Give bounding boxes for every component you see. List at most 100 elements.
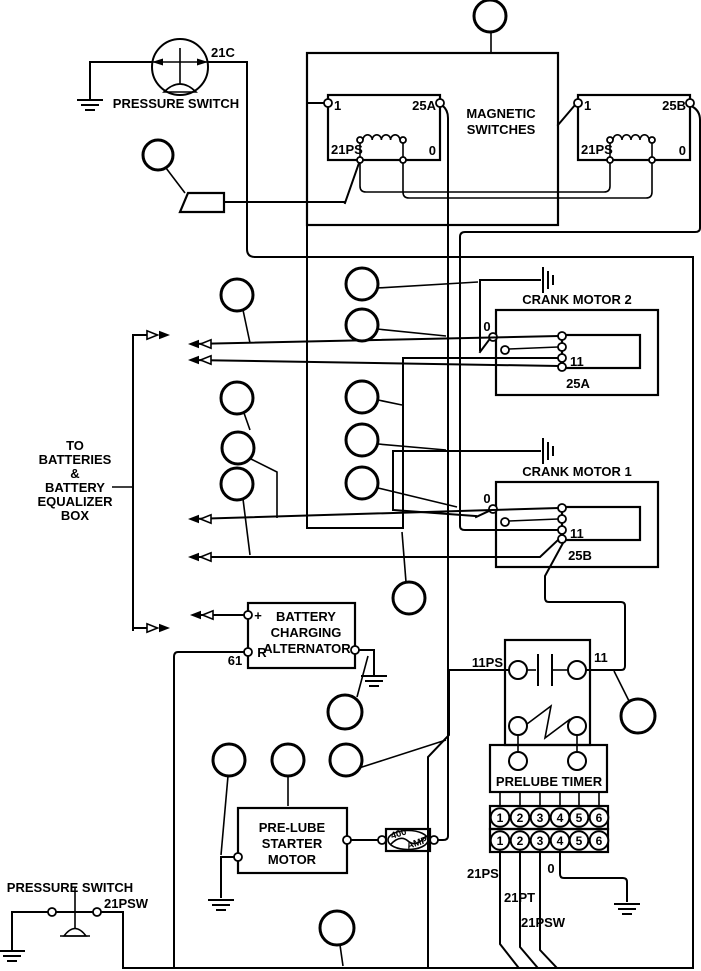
ground-icon — [208, 899, 234, 911]
wire-label-11ps: 11PS — [472, 655, 503, 670]
terminal-label: + — [254, 608, 262, 623]
wire-label-21psw: 21PSW — [104, 896, 149, 911]
callout-balloon — [326, 693, 364, 731]
wire-label-61: 61 — [228, 653, 242, 668]
switch-blade — [478, 338, 491, 354]
diaphragm-icon — [162, 83, 198, 93]
switch-blade — [474, 509, 491, 519]
svg-text:5: 5 — [576, 811, 583, 825]
callout-balloon — [619, 697, 657, 735]
wire-label-21pt: 21PT — [504, 890, 535, 905]
svg-text:4: 4 — [557, 811, 564, 825]
svg-text:6: 6 — [596, 834, 603, 848]
terminal-row-1-circles: 1 2 3 4 5 6 — [489, 807, 610, 828]
battery-wire — [190, 506, 560, 521]
callout-balloon — [344, 422, 380, 458]
ground-icon — [361, 675, 387, 687]
callout-balloon — [344, 465, 380, 501]
svg-text:3: 3 — [537, 811, 544, 825]
bottom-pressure-switch-label: PRESSURE SWITCH — [7, 880, 133, 895]
callout-balloon — [318, 909, 356, 947]
ground-icon — [542, 267, 554, 293]
terminal-label: 11 — [570, 354, 584, 369]
magnetic-title-2: SWITCHES — [467, 122, 536, 137]
wire-21psw — [539, 849, 558, 969]
svg-text:MOTOR: MOTOR — [268, 852, 317, 867]
to-battery-arrow-icon — [187, 354, 212, 366]
fuse-element-icon — [387, 829, 429, 851]
callout-balloon — [219, 277, 255, 313]
contact-arrow-icon — [197, 58, 208, 66]
prelube-timer: 11 11PS PRELUBE TIMER — [427, 541, 626, 969]
timer-box — [488, 743, 609, 794]
battery-wire — [190, 358, 560, 368]
crank-motor-2-box — [494, 308, 660, 397]
terminal-label: 0 — [679, 143, 686, 158]
magnetic-switches-box — [305, 51, 560, 227]
to-batteries-bus: TO BATTERIES & BATTERY EQUALIZER BOX — [37, 329, 171, 634]
contact-arrow-icon — [152, 58, 163, 66]
terminal-label: 1 — [334, 98, 341, 113]
fuse-box — [384, 827, 432, 853]
fuse-unit: AMP — [406, 835, 430, 852]
crank-motor-1-title: CRANK MOTOR 1 — [522, 464, 632, 479]
callout-balloon — [328, 742, 364, 778]
svg-text:6: 6 — [596, 811, 603, 825]
svg-text:1: 1 — [497, 834, 504, 848]
to-battery-arrow-icon — [187, 551, 212, 563]
starter-feed-wires — [306, 104, 701, 841]
terminal-label: 25B — [662, 98, 686, 113]
coil-wire — [402, 163, 653, 199]
ground-icon — [614, 903, 640, 915]
callout-balloon — [211, 742, 247, 778]
battery-charging-alternator: BATTERY CHARGING ALTERNATOR + R 61 — [173, 601, 387, 969]
svg-text:2: 2 — [517, 811, 524, 825]
crank-motor-2-title: CRANK MOTOR 2 — [522, 292, 632, 307]
wire-label-25b: 25B — [568, 548, 592, 563]
terminal-label: 21PS — [331, 142, 363, 157]
svg-text:BATTERY: BATTERY — [276, 609, 336, 624]
svg-text:ALTERNATOR: ALTERNATOR — [263, 641, 351, 656]
terminal-label: 0 — [483, 319, 490, 334]
wire-label-21ps: 21PS — [467, 866, 499, 881]
svg-text:1: 1 — [497, 811, 504, 825]
bottom-pressure-switch: PRESSURE SWITCH 21PSW — [0, 880, 149, 968]
ground-icon — [77, 99, 103, 111]
crank-motor-2: CRANK MOTOR 2 0 11 25A — [187, 267, 660, 397]
svg-text:BOX: BOX — [61, 508, 90, 523]
callout-balloon — [220, 430, 256, 466]
callout-balloon — [270, 742, 306, 778]
harness-enclosure — [122, 256, 694, 969]
battery-wire — [190, 334, 560, 346]
wire-label-25a: 25A — [566, 376, 590, 391]
svg-text:CHARGING: CHARGING — [271, 625, 342, 640]
terminal-label: 11 — [570, 526, 584, 541]
terminal-strip: 1 2 3 4 5 6 1 2 3 4 5 6 21PS 21PT 21PSW … — [467, 792, 640, 969]
callout-balloon — [344, 379, 380, 415]
terminal-label: 25A — [412, 98, 436, 113]
callout-balloon — [391, 580, 427, 616]
coil-icon — [612, 134, 650, 141]
callout-balloon — [219, 380, 255, 416]
svg-text:PRE-LUBE: PRE-LUBE — [259, 820, 326, 835]
svg-text:STARTER: STARTER — [262, 836, 323, 851]
terminal-label: 0 — [429, 143, 436, 158]
wire-61 — [173, 651, 245, 969]
wire-21pt — [519, 849, 539, 969]
to-battery-arrow-icon — [187, 338, 212, 350]
coil-icon — [362, 134, 401, 141]
diaphragm-icon — [62, 927, 88, 937]
alternator-box — [246, 601, 357, 670]
wire-11 — [544, 541, 626, 671]
terminal-label: 0 — [483, 491, 490, 506]
terminal-row-2-circles: 1 2 3 4 5 6 — [489, 830, 610, 851]
callout-balloon — [141, 138, 175, 172]
to-battery-arrow-icon — [187, 513, 212, 525]
svg-text:3: 3 — [537, 834, 544, 848]
wire-drop — [246, 61, 257, 259]
wire-25a — [437, 104, 449, 841]
wire-label-11: 11 — [594, 650, 608, 665]
coil-wire — [359, 163, 611, 193]
